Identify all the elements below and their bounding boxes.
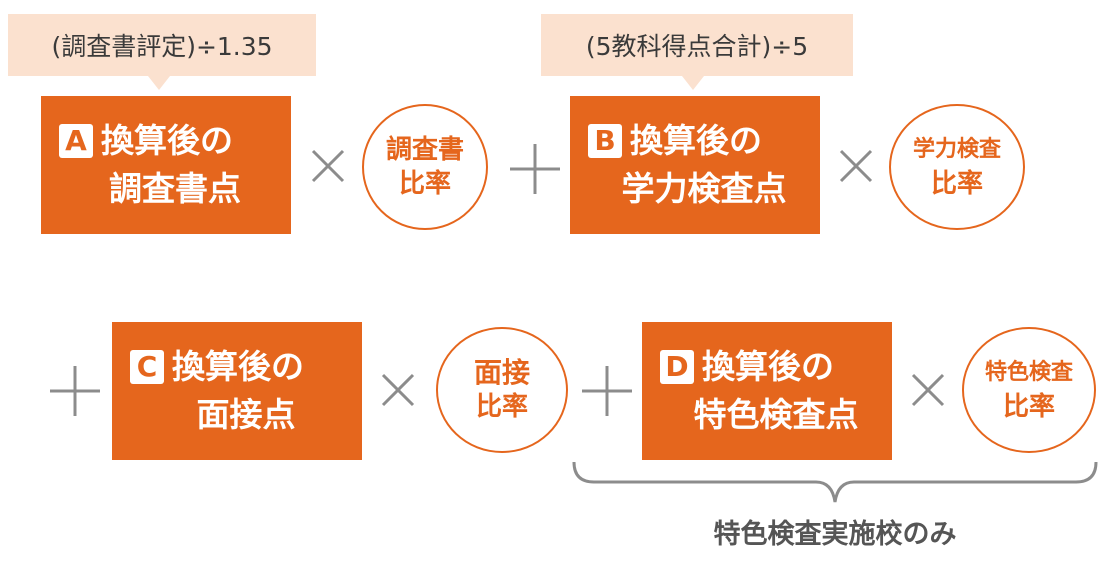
badge-d: D [660,350,694,384]
ratio-a-line1: 調査書 [385,135,464,165]
multiply-sign-4 [911,373,945,407]
box-b-title2: 学力検査点 [621,169,787,208]
plus-sign-2 [50,366,100,416]
box-c-line1: C 換算後の [130,343,362,391]
note-formula-a: (調査書評定)÷1.35 [8,14,316,76]
box-a-line1: A 換算後の [59,117,291,165]
multiply-sign-2 [839,149,873,183]
curly-brace [572,461,1098,503]
badge-c: C [130,350,164,384]
plus-sign-1 [510,144,560,194]
badge-b: B [588,124,622,158]
ratio-b-line1: 学力検査 [912,137,1001,162]
note-formula-b-text: (5教科得点合計)÷5 [585,32,809,61]
ratio-circle-d: 特色検査 比率 [962,327,1096,453]
ratio-d-line1: 特色検査 [984,360,1073,385]
box-a-title2: 調査書点 [109,169,241,208]
note-formula-a-text: (調査書評定)÷1.35 [51,32,273,61]
ratio-circle-c: 面接 比率 [436,327,568,453]
box-b-converted-academic: B 換算後の 学力検査点 [570,96,820,234]
note-formula-b: (5教科得点合計)÷5 [541,14,853,76]
box-d-title2: 特色検査点 [693,395,859,434]
box-b-title1: 換算後の [630,121,762,160]
note-tail-a [148,76,170,90]
badge-a: A [59,124,93,158]
box-c-title1: 換算後の [172,347,304,386]
plus-sign-3 [582,366,632,416]
ratio-a-line2: 比率 [398,169,451,199]
ratio-c-line2: 比率 [475,392,528,422]
box-a-converted-report: A 換算後の 調査書点 [41,96,291,234]
footnote-special-only: 特色検査実施校のみ [713,519,957,550]
ratio-c-line1: 面接 [473,356,530,389]
box-d-line1: D 換算後の [660,343,892,391]
box-a-title1: 換算後の [101,121,233,160]
box-c-converted-interview: C 換算後の 面接点 [112,322,362,460]
box-d-converted-special: D 換算後の 特色検査点 [642,322,892,460]
box-d-title1: 換算後の [702,347,834,386]
ratio-b-line2: 比率 [930,169,983,199]
ratio-circle-b: 学力検査 比率 [889,104,1025,230]
multiply-sign-3 [381,373,415,407]
note-tail-b [682,76,704,90]
ratio-circle-a: 調査書 比率 [362,104,488,230]
box-c-title2: 面接点 [196,395,296,434]
multiply-sign-1 [311,149,345,183]
ratio-d-line2: 比率 [1002,392,1055,422]
box-b-line1: B 換算後の [588,117,820,165]
